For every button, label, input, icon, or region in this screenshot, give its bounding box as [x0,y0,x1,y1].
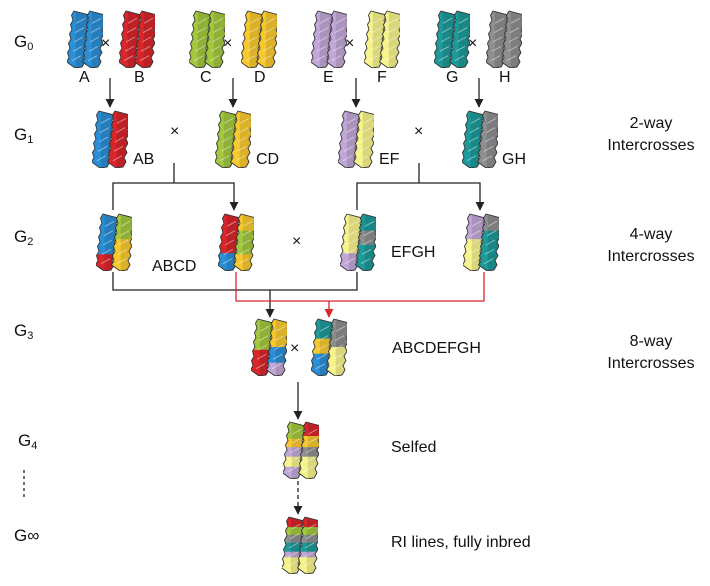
chromosome-pair-ef [338,110,374,168]
chromosome-pair-abcd-1 [96,213,132,271]
founder-label-d: D [254,69,266,86]
founder-label-c: C [200,69,212,86]
bracket-g1-right [356,182,485,211]
chromosome-pair-a [67,10,103,68]
chromosome-pair-cd [215,110,251,168]
g3-label: ABCDEFGH [392,340,481,357]
g1-label-gh: GH [502,151,526,168]
chromosome-pair-gh [462,110,498,168]
chromosome-pair-ginf [282,516,318,574]
cross-symbol-g1-right: × [414,123,424,140]
g1-label-cd: CD [256,151,280,168]
chromosome-pair-c [189,10,225,68]
g1-label-ef: EF [379,151,400,168]
gen-label-ginf: G∞ [14,526,40,545]
chromosome-pair-g3-2 [311,318,347,376]
g1-label-ab: AB [133,151,155,168]
gen-label-g4: G4 [18,431,38,452]
ginf-label: RI lines, fully inbred [391,534,531,551]
chromosome-pair-d [241,10,277,68]
gen-label-g0: G0 [14,32,34,53]
chromosome-pair-efgh-2 [463,213,499,271]
chromosome-pair-f [364,10,400,68]
cross-symbol-cd: × [223,35,233,52]
cross-symbol-ab: × [101,35,111,52]
chromosome-pair-ab [92,110,128,168]
cross-symbol-g2: × [292,233,302,250]
founder-label-h: H [499,69,511,86]
chromosome-pair-g3-1 [251,318,287,376]
chromosome-pair-g [434,10,470,68]
chromosome-pair-g4 [283,421,319,479]
bracket-g2-red [235,272,485,302]
gen-label-g3: G3 [14,321,34,342]
chromosome-pair-efgh-1 [340,213,376,271]
g2-label-abcd: ABCD [152,258,197,275]
founder-label-f: F [377,69,387,86]
chromosome-pair-e [311,10,347,68]
chromosome-pair-b [119,10,155,68]
g2-label-efgh: EFGH [391,244,436,261]
founder-label-b: B [134,69,145,86]
cross-symbol-g1-left: × [170,123,180,140]
bracket-g2-black [112,272,358,291]
cross-symbol-ef: × [345,35,355,52]
cross-symbol-g3: × [290,340,300,357]
founder-label-e: E [323,69,334,86]
founder-label-a: A [79,69,90,86]
chromosome-pair-abcd-2 [218,213,254,271]
chromosome-pair-h [486,10,522,68]
founder-label-g: G [446,69,459,86]
g4-label: Selfed [391,439,437,456]
cross-symbol-gh: × [468,35,478,52]
bracket-g1-left [112,182,239,211]
gen-label-g2: G2 [14,227,34,248]
gen-label-g1: G1 [14,125,34,146]
